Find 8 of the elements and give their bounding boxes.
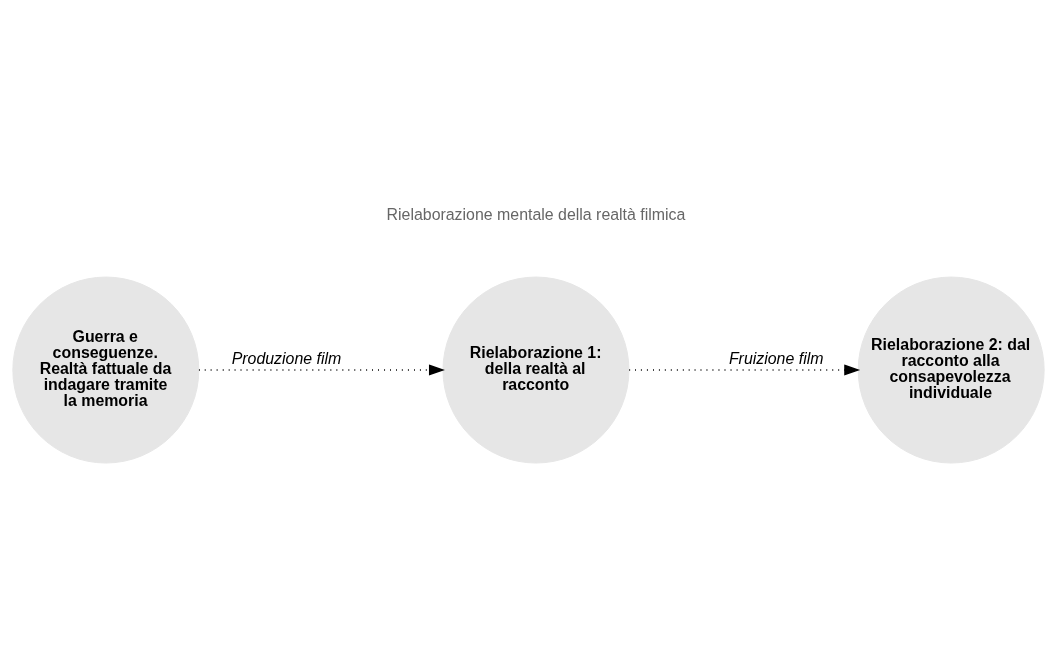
node-circle: Rielaborazione 1: della realtà al racconto (442, 276, 630, 464)
edge-label: Produzione film (231, 349, 342, 367)
arrow (198, 364, 445, 376)
node-circle: Guerra e conseguenze. Realtà fattuale da indagare tramite la memoria (12, 276, 200, 464)
node-circle: Rielaborazione 2: dal racconto alla consapevolezza individuale (857, 276, 1045, 464)
arrow (628, 364, 861, 376)
edge-label: Fruizione film (728, 349, 824, 367)
label: Rielaborazione mentale della realtà filmica (386, 205, 686, 223)
